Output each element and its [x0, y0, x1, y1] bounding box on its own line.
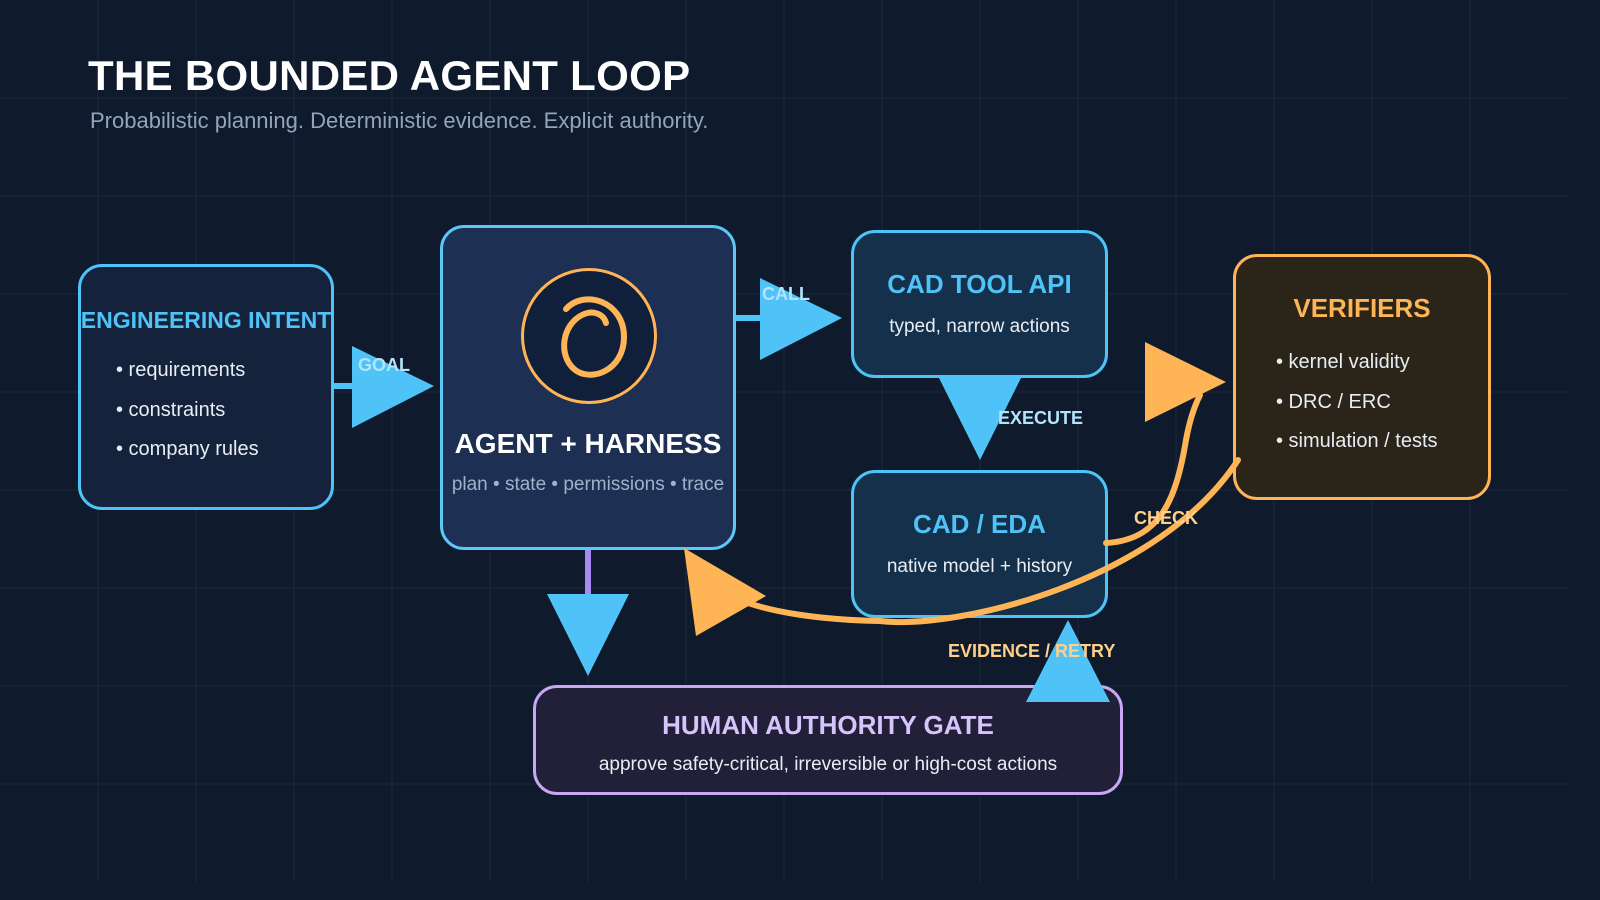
evidence-retry-label: EVIDENCE / RETRY [948, 641, 1116, 661]
check-label: CHECK [1134, 508, 1199, 528]
human-authority-gate-title: HUMAN AUTHORITY GATE [662, 710, 994, 740]
verifiers-list: • kernel validity • DRC / ERC • simulati… [1276, 350, 1438, 469]
cad-eda-node: CAD / EDA native model + history [851, 470, 1108, 618]
list-item: • requirements [116, 359, 246, 381]
agent-harness-title: AGENT + HARNESS [454, 428, 722, 459]
cad-tool-api-subtitle: typed, narrow actions [889, 316, 1070, 337]
engineering-intent-title: ENGINEERING INTENT [80, 307, 332, 333]
list-item: • DRC / ERC [1276, 390, 1391, 413]
execute-label: EXECUTE [998, 408, 1084, 428]
cad-eda-title: CAD / EDA [913, 509, 1046, 539]
engineering-intent-list: • requirements • constraints • company r… [116, 358, 259, 477]
verifiers-title: VERIFIERS [1293, 293, 1431, 323]
loop-logo-icon [521, 268, 657, 404]
cad-tool-api-node: CAD TOOL API typed, narrow actions [851, 230, 1108, 378]
list-item: • simulation / tests [1276, 430, 1438, 452]
cad-eda-subtitle: native model + history [886, 556, 1073, 577]
engineering-intent-node: ENGINEERING INTENT [78, 264, 334, 510]
page-title: THE BOUNDED AGENT LOOP [88, 52, 691, 99]
agent-harness-subtitle: plan • state • permissions • trace [451, 474, 725, 495]
human-authority-gate-subtitle: approve safety-critical, irreversible or… [598, 754, 1058, 775]
list-item: • kernel validity [1276, 351, 1410, 373]
page-subtitle: Probabilistic planning. Deterministic ev… [90, 108, 709, 133]
list-item: • constraints [116, 398, 226, 421]
diagram-canvas: THE BOUNDED AGENT LOOP Probabilistic pla… [0, 0, 1568, 882]
list-item: • company rules [116, 438, 259, 460]
human-authority-gate-node: HUMAN AUTHORITY GATE approve safety-crit… [533, 685, 1123, 795]
call-label: CALL [762, 284, 810, 304]
goal-label: GOAL [358, 355, 410, 375]
agent-harness-node: AGENT + HARNESS plan • state • permissio… [440, 225, 736, 550]
cad-tool-api-title: CAD TOOL API [887, 269, 1072, 299]
verifiers-node: VERIFIERS • kernel validity • DRC / ERC … [1233, 254, 1491, 500]
